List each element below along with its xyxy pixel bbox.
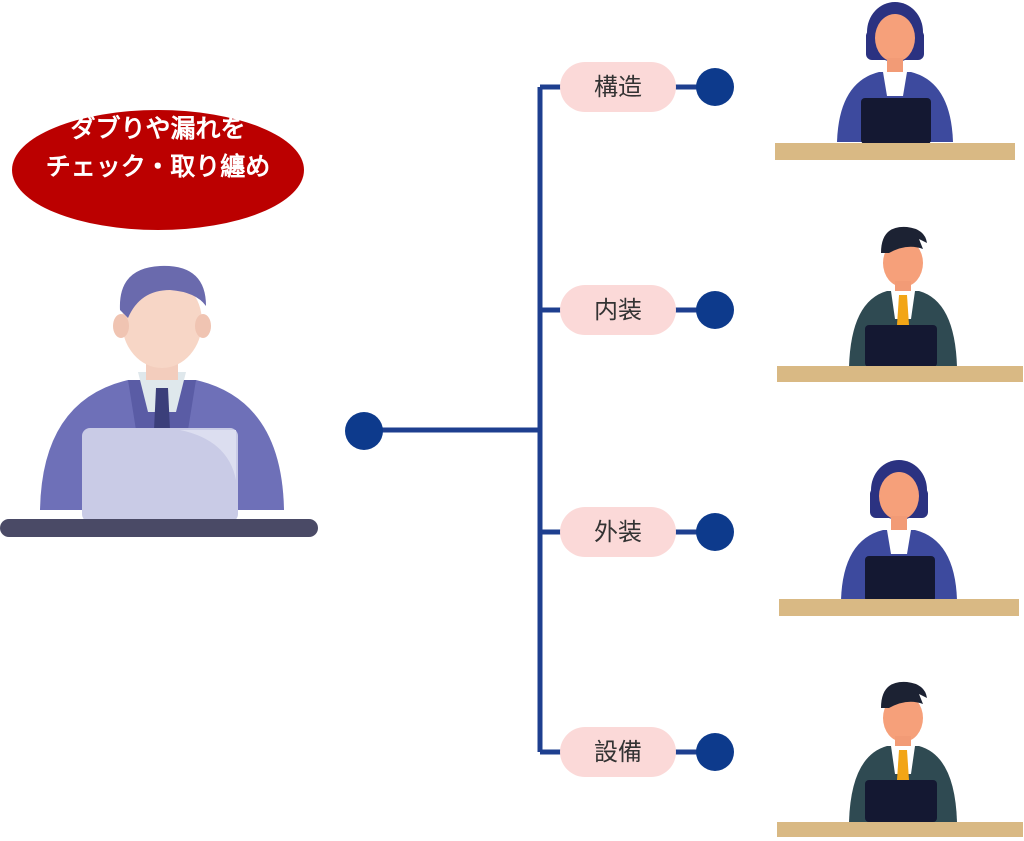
node-interior bbox=[696, 291, 734, 329]
category-pill-exterior bbox=[560, 507, 676, 557]
node-equipment bbox=[696, 733, 734, 771]
node-exterior bbox=[696, 513, 734, 551]
callout-line-2: チェック・取り纏め bbox=[45, 152, 271, 181]
category-pill-interior bbox=[560, 285, 676, 335]
manager-at-laptop-icon bbox=[0, 265, 318, 537]
category-pill-structure bbox=[560, 62, 676, 112]
category-label-exterior: 外装 bbox=[594, 518, 642, 546]
female-staff-at-laptop-icon bbox=[779, 460, 1019, 616]
female-staff-at-laptop-icon bbox=[775, 2, 1015, 160]
category-label-structure: 構造 bbox=[594, 73, 642, 101]
callout-bubble bbox=[12, 110, 304, 230]
male-staff-at-laptop-icon bbox=[777, 226, 1023, 382]
category-pill-equipment bbox=[560, 727, 676, 777]
callout-text: ダブりや漏れを チェック・取り纏め bbox=[12, 110, 304, 186]
callout-line-1: ダブりや漏れを bbox=[70, 114, 246, 143]
source-node bbox=[345, 412, 383, 450]
connector-lines bbox=[364, 84, 715, 755]
category-label-equipment: 設備 bbox=[594, 738, 642, 766]
node-structure bbox=[696, 68, 734, 106]
male-staff-at-laptop-icon bbox=[777, 681, 1023, 837]
category-label-interior: 内装 bbox=[594, 296, 642, 324]
